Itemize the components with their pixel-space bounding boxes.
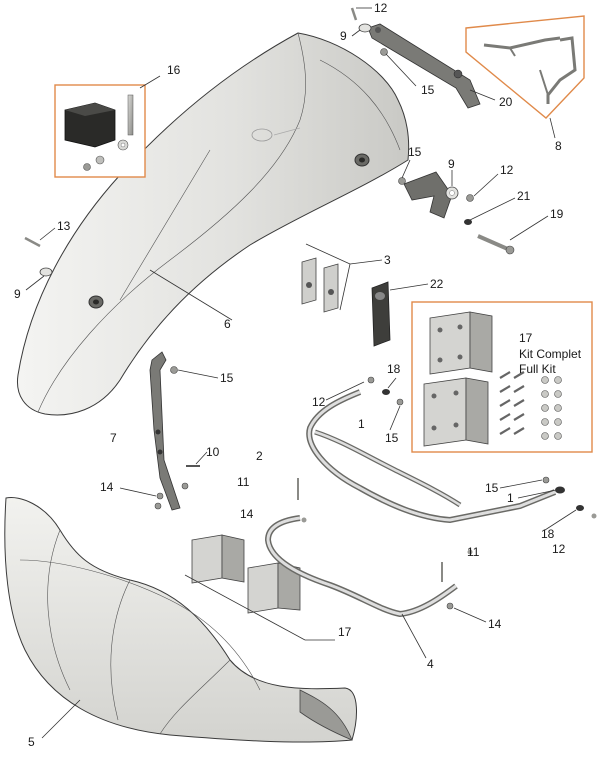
callout-14: 14 bbox=[488, 617, 502, 631]
callout-box-8 bbox=[465, 15, 585, 119]
callout-1: 1 bbox=[507, 491, 514, 505]
callout-12: 12 bbox=[374, 1, 388, 15]
callout-3: 3 bbox=[384, 253, 391, 267]
callout-9: 9 bbox=[448, 157, 455, 171]
adaptor-plates-loose bbox=[184, 534, 335, 641]
adaptor-plate-upper bbox=[429, 311, 493, 375]
luggage-rail-1 bbox=[306, 389, 557, 524]
callout-6: 6 bbox=[224, 317, 231, 331]
leader-lines bbox=[25, 7, 577, 739]
callout-9: 9 bbox=[14, 287, 21, 301]
clamps-3 bbox=[301, 243, 383, 313]
callout-16: 16 bbox=[167, 63, 181, 77]
callout-19: 19 bbox=[550, 207, 564, 221]
callout-box-16 bbox=[54, 84, 146, 178]
bracket-21 bbox=[403, 171, 459, 219]
callout-5: 5 bbox=[28, 735, 35, 749]
callout-14: 14 bbox=[100, 480, 114, 494]
kit-note-line2: Full Kit bbox=[519, 362, 556, 376]
callout-17: 17 bbox=[338, 625, 352, 639]
callout-18: 18 bbox=[541, 527, 555, 541]
callout-18: 18 bbox=[387, 362, 401, 376]
callout-4: 4 bbox=[427, 657, 434, 671]
bolt-19 bbox=[477, 234, 515, 255]
kit-note-line1: Kit Complet bbox=[519, 347, 582, 361]
kit-bolts bbox=[499, 371, 525, 435]
callout-15: 15 bbox=[220, 371, 234, 385]
callout-10: 10 bbox=[206, 445, 220, 459]
callout-15: 15 bbox=[408, 145, 422, 159]
callout-13: 13 bbox=[57, 219, 71, 233]
callout-12: 12 bbox=[552, 542, 566, 556]
fender-strut-7 bbox=[149, 351, 181, 511]
kit-nuts bbox=[541, 376, 562, 440]
solo-seat bbox=[4, 496, 357, 743]
callout-22: 22 bbox=[430, 277, 444, 291]
callout-7: 7 bbox=[110, 431, 117, 445]
callout-2: 2 bbox=[256, 449, 263, 463]
callout-1: 1 bbox=[358, 417, 365, 431]
callout-15: 15 bbox=[385, 431, 399, 445]
callout-9: 9 bbox=[340, 29, 347, 43]
callout-21: 21 bbox=[517, 189, 531, 203]
rail-4 bbox=[264, 515, 458, 618]
hardware bbox=[24, 7, 597, 610]
callout-numbers: 12 9 15 20 8 16 15 9 12 21 19 13 9 3 22 … bbox=[14, 1, 566, 749]
callout-11: 11 bbox=[467, 545, 480, 559]
seat-bracket-20 bbox=[367, 23, 481, 109]
spacer-22 bbox=[371, 281, 391, 347]
callout-12: 12 bbox=[312, 395, 326, 409]
callout-12: 12 bbox=[500, 163, 514, 177]
callout-box-17: 17 Kit Complet Full Kit bbox=[411, 301, 593, 453]
callout-15: 15 bbox=[421, 83, 435, 97]
adaptor-plate-lower bbox=[423, 377, 489, 447]
callout-8: 8 bbox=[555, 139, 562, 153]
callout-20: 20 bbox=[499, 95, 513, 109]
callout-11: 11 bbox=[237, 475, 250, 489]
rear-fender bbox=[16, 32, 410, 416]
callout-15: 15 bbox=[485, 481, 499, 495]
callout-14: 14 bbox=[240, 507, 254, 521]
callout-17-kit-label: 17 bbox=[519, 331, 533, 345]
